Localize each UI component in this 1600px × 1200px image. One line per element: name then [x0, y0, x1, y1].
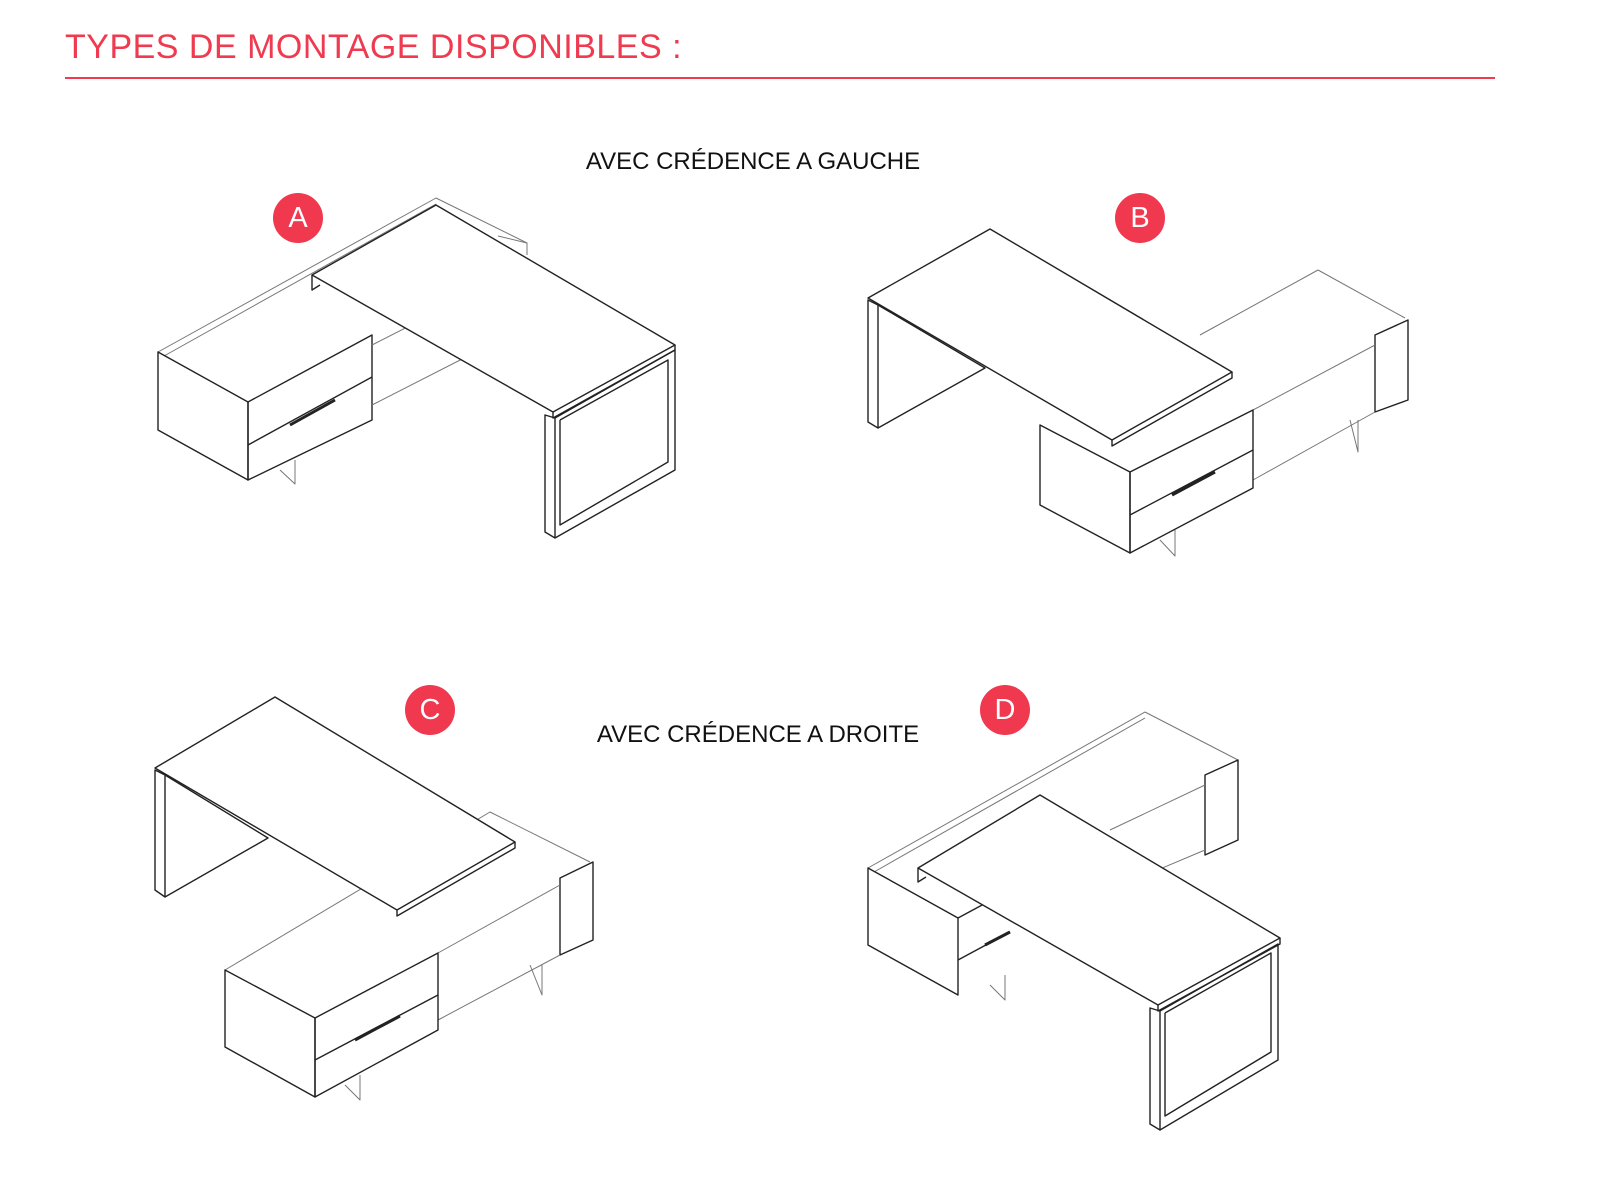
option-badge-d: D	[980, 685, 1030, 735]
title-underline	[65, 77, 1495, 79]
desk-illustration-b	[867, 228, 1409, 557]
option-badge-c: C	[405, 685, 455, 735]
section-label-left-credenza: AVEC CRÉDENCE A GAUCHE	[585, 148, 921, 175]
option-badge-a: A	[273, 193, 323, 243]
section-label-right-credenza: AVEC CRÉDENCE A DROITE	[596, 721, 920, 748]
option-badge-b: B	[1115, 193, 1165, 243]
page-title: TYPES DE MONTAGE DISPONIBLES :	[65, 28, 683, 66]
desk-illustration-a	[157, 197, 676, 539]
desk-illustration-c	[154, 696, 594, 1101]
desk-illustration-d	[867, 711, 1281, 1131]
